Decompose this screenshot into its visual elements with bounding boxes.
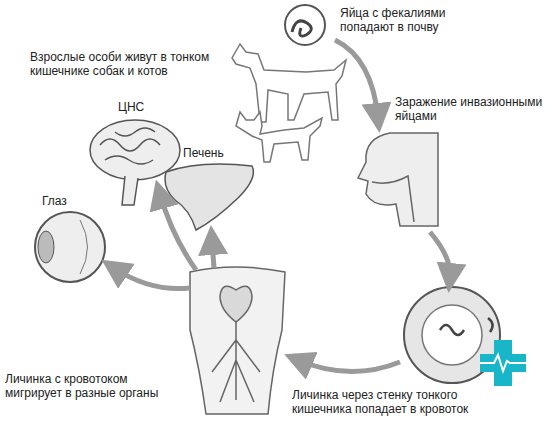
liver-icon (165, 164, 253, 230)
organ-label: Печень (183, 146, 224, 160)
blood-caption: Личинка через стенку тонкого кишечника п… (292, 388, 487, 416)
egg-icon (285, 5, 325, 45)
dog-cat-silhouette (232, 44, 346, 162)
torso-circulation (190, 267, 285, 414)
medical-logo (480, 340, 526, 386)
egg-caption: Яйца с фекалиями попадают в почву (340, 6, 480, 34)
infection-caption: Заражение инвазионными яйцами (395, 95, 545, 123)
eye-icon (35, 212, 105, 282)
adult-caption: Взрослые особи живут в тонком кишечнике … (30, 50, 222, 78)
migration-caption: Личинка с кровотоком мигрирует в разные … (5, 372, 175, 400)
organ-label: ЦНС (118, 100, 144, 114)
cycle-arrows (114, 40, 450, 372)
human-head (358, 133, 438, 226)
brain-icon (90, 120, 180, 205)
organ-label: Глаз (42, 194, 67, 208)
